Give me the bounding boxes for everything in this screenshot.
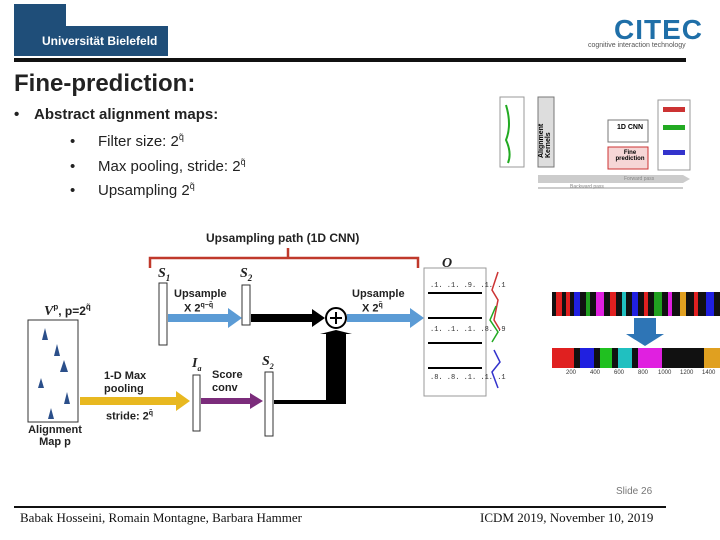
s1-label: S1 [158,266,171,283]
bullet-sub-2-sup: q̃ [240,157,246,167]
maxpool-arrow [80,391,190,411]
output-box [423,267,487,397]
footer-conference: ICDM 2019, November 10, 2019 [480,510,654,525]
inset-forward-arrow [538,175,690,183]
axis-tick: 800 [638,370,649,376]
s2-to-plus-arrow [251,309,325,327]
s2-block [241,284,251,326]
slide-number: Slide 26 [616,486,653,497]
axis-tick: 1400 [702,370,716,376]
stride-label: stride: 2q̃ [106,410,154,423]
skeleton-2 [489,305,499,343]
inset-forward-label: Forward pass [624,176,655,182]
bullet-sub-3-text: Upsampling 2 [98,182,190,199]
score-conv-label: Score conv [212,369,243,394]
upsample-arrow-2 [347,308,424,328]
upsample-2-factor: X 2q̃ [362,302,383,315]
bullet-sub-3-sup: q̃ [189,181,195,191]
bullet-sub-1-text: Filter size: 2 [98,133,179,150]
color-strip-top [552,292,720,316]
maxpool-label: 1-D Max pooling [104,370,147,395]
s2tilde-label: S2 [262,354,274,371]
upsample-arrow-1 [168,308,242,328]
footer-authors: Babak Hosseini, Romain Montagne, Barbara… [20,510,302,525]
upsample-1-label: Upsample [174,288,227,300]
citec-tagline: cognitive interaction technology [588,42,686,49]
alignment-peaks [30,328,76,419]
axis-tick: 200 [566,370,577,376]
axis-tick: 1200 [680,370,694,376]
bullet-main-text: Abstract alignment maps: [34,106,219,123]
inset-fine-box [607,146,649,170]
bullet-sub-2-text: Max pooling, stride: 2 [98,158,241,175]
bullet-sub-1: •Filter size: 2q̃ [70,132,184,150]
down-arrow [626,318,664,346]
university-name: Universität Bielefeld [14,26,168,56]
alignment-map-box [27,319,79,423]
score-conv-arrow [201,393,263,409]
upsample-1-factor: X 2q−q̃ [184,302,214,315]
output-seq-2: .1. .1. .1. .8. .9 [430,326,506,334]
inset-fine-label: Fine prediction [615,150,645,162]
skeleton-1 [491,271,501,331]
axis-tick: 1000 [658,370,672,376]
output-seq-1: .1. .1. .9. .1. .1 [430,282,506,290]
bullet-sub-1-sup: q̃ [178,132,184,142]
brace-label: Upsampling path (1D CNN) [206,231,360,245]
inset-kernel-box [537,96,555,168]
s1-block [158,282,168,346]
s2tilde-block [264,371,274,437]
upsampling-brace [148,248,420,268]
vp-label: Vp, p=2q̃ [44,302,91,319]
strip-axis: 200 400 600 800 1000 1200 1400 [552,370,720,380]
footer-divider [14,506,666,508]
inset-input-curve [504,104,511,164]
citec-logo: CITEC [614,14,703,45]
s2tilde-to-plus-arrow [274,330,352,404]
color-strip-bottom [552,348,720,368]
axis-tick: 600 [614,370,625,376]
architecture-inset [499,96,691,189]
slide-title: Fine-prediction: [14,70,196,97]
s2-label: S2 [240,266,253,283]
inset-input-box [499,96,525,168]
skeleton-3 [491,349,501,389]
bullet-sub-2: •Max pooling, stride: 2q̃ [70,157,246,175]
ia-block [192,374,201,432]
upsample-2-label: Upsample [352,288,405,300]
inset-cnn-box [607,119,649,143]
inset-output-bar1 [663,107,685,112]
bullet-main: •Abstract alignment maps: [14,106,219,123]
axis-tick: 400 [590,370,601,376]
inset-output-bar3 [663,150,685,155]
output-label: O [442,256,453,271]
university-logo: Universität Bielefeld [14,4,168,56]
ia-label: Ia [192,356,202,373]
inset-output-bar2 [663,125,685,130]
inset-backward-label: Backward pass [570,184,604,190]
inset-cnn-label: 1D CNN [616,124,644,131]
alignment-map-label: Alignment Map p [28,424,82,448]
bullet-sub-3: •Upsampling 2q̃ [70,181,195,199]
header-divider [14,58,686,62]
output-seq-3: .8. .8. .1. .1. .1 [430,374,506,382]
inset-backward-arrow [538,187,683,189]
